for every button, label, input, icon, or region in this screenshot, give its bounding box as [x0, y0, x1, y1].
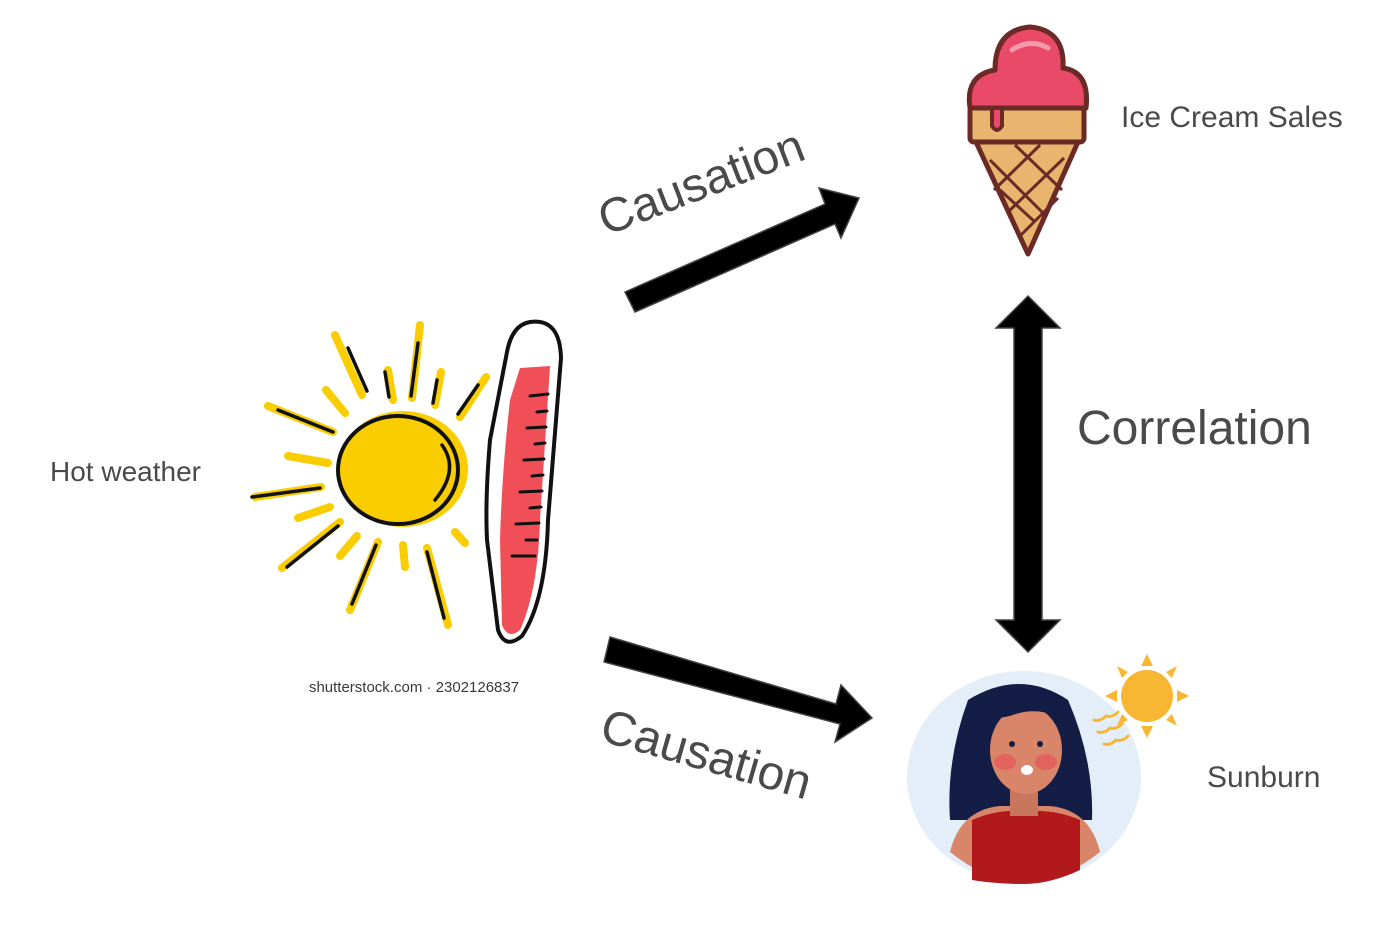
thermometer-icon — [484, 319, 564, 644]
sunburn-sun-icon — [1092, 654, 1189, 746]
correlation-label: Correlation — [1077, 402, 1312, 455]
hot-weather-label: Hot weather — [50, 456, 201, 487]
causation-label-lower: Causation — [595, 700, 817, 811]
ice-cream-sales-label: Ice Cream Sales — [1121, 101, 1343, 134]
sun-icon — [250, 321, 490, 629]
causation-arrow-upper — [623, 186, 861, 313]
sunburn-illustration — [907, 671, 1141, 884]
correlation-arrow — [994, 294, 1062, 654]
sunburn-label: Sunburn — [1207, 761, 1320, 794]
watermark-text: shutterstock.com · 2302126837 — [309, 679, 519, 696]
causation-arrow-lower — [603, 636, 874, 744]
ice-cream-icon — [966, 24, 1090, 257]
